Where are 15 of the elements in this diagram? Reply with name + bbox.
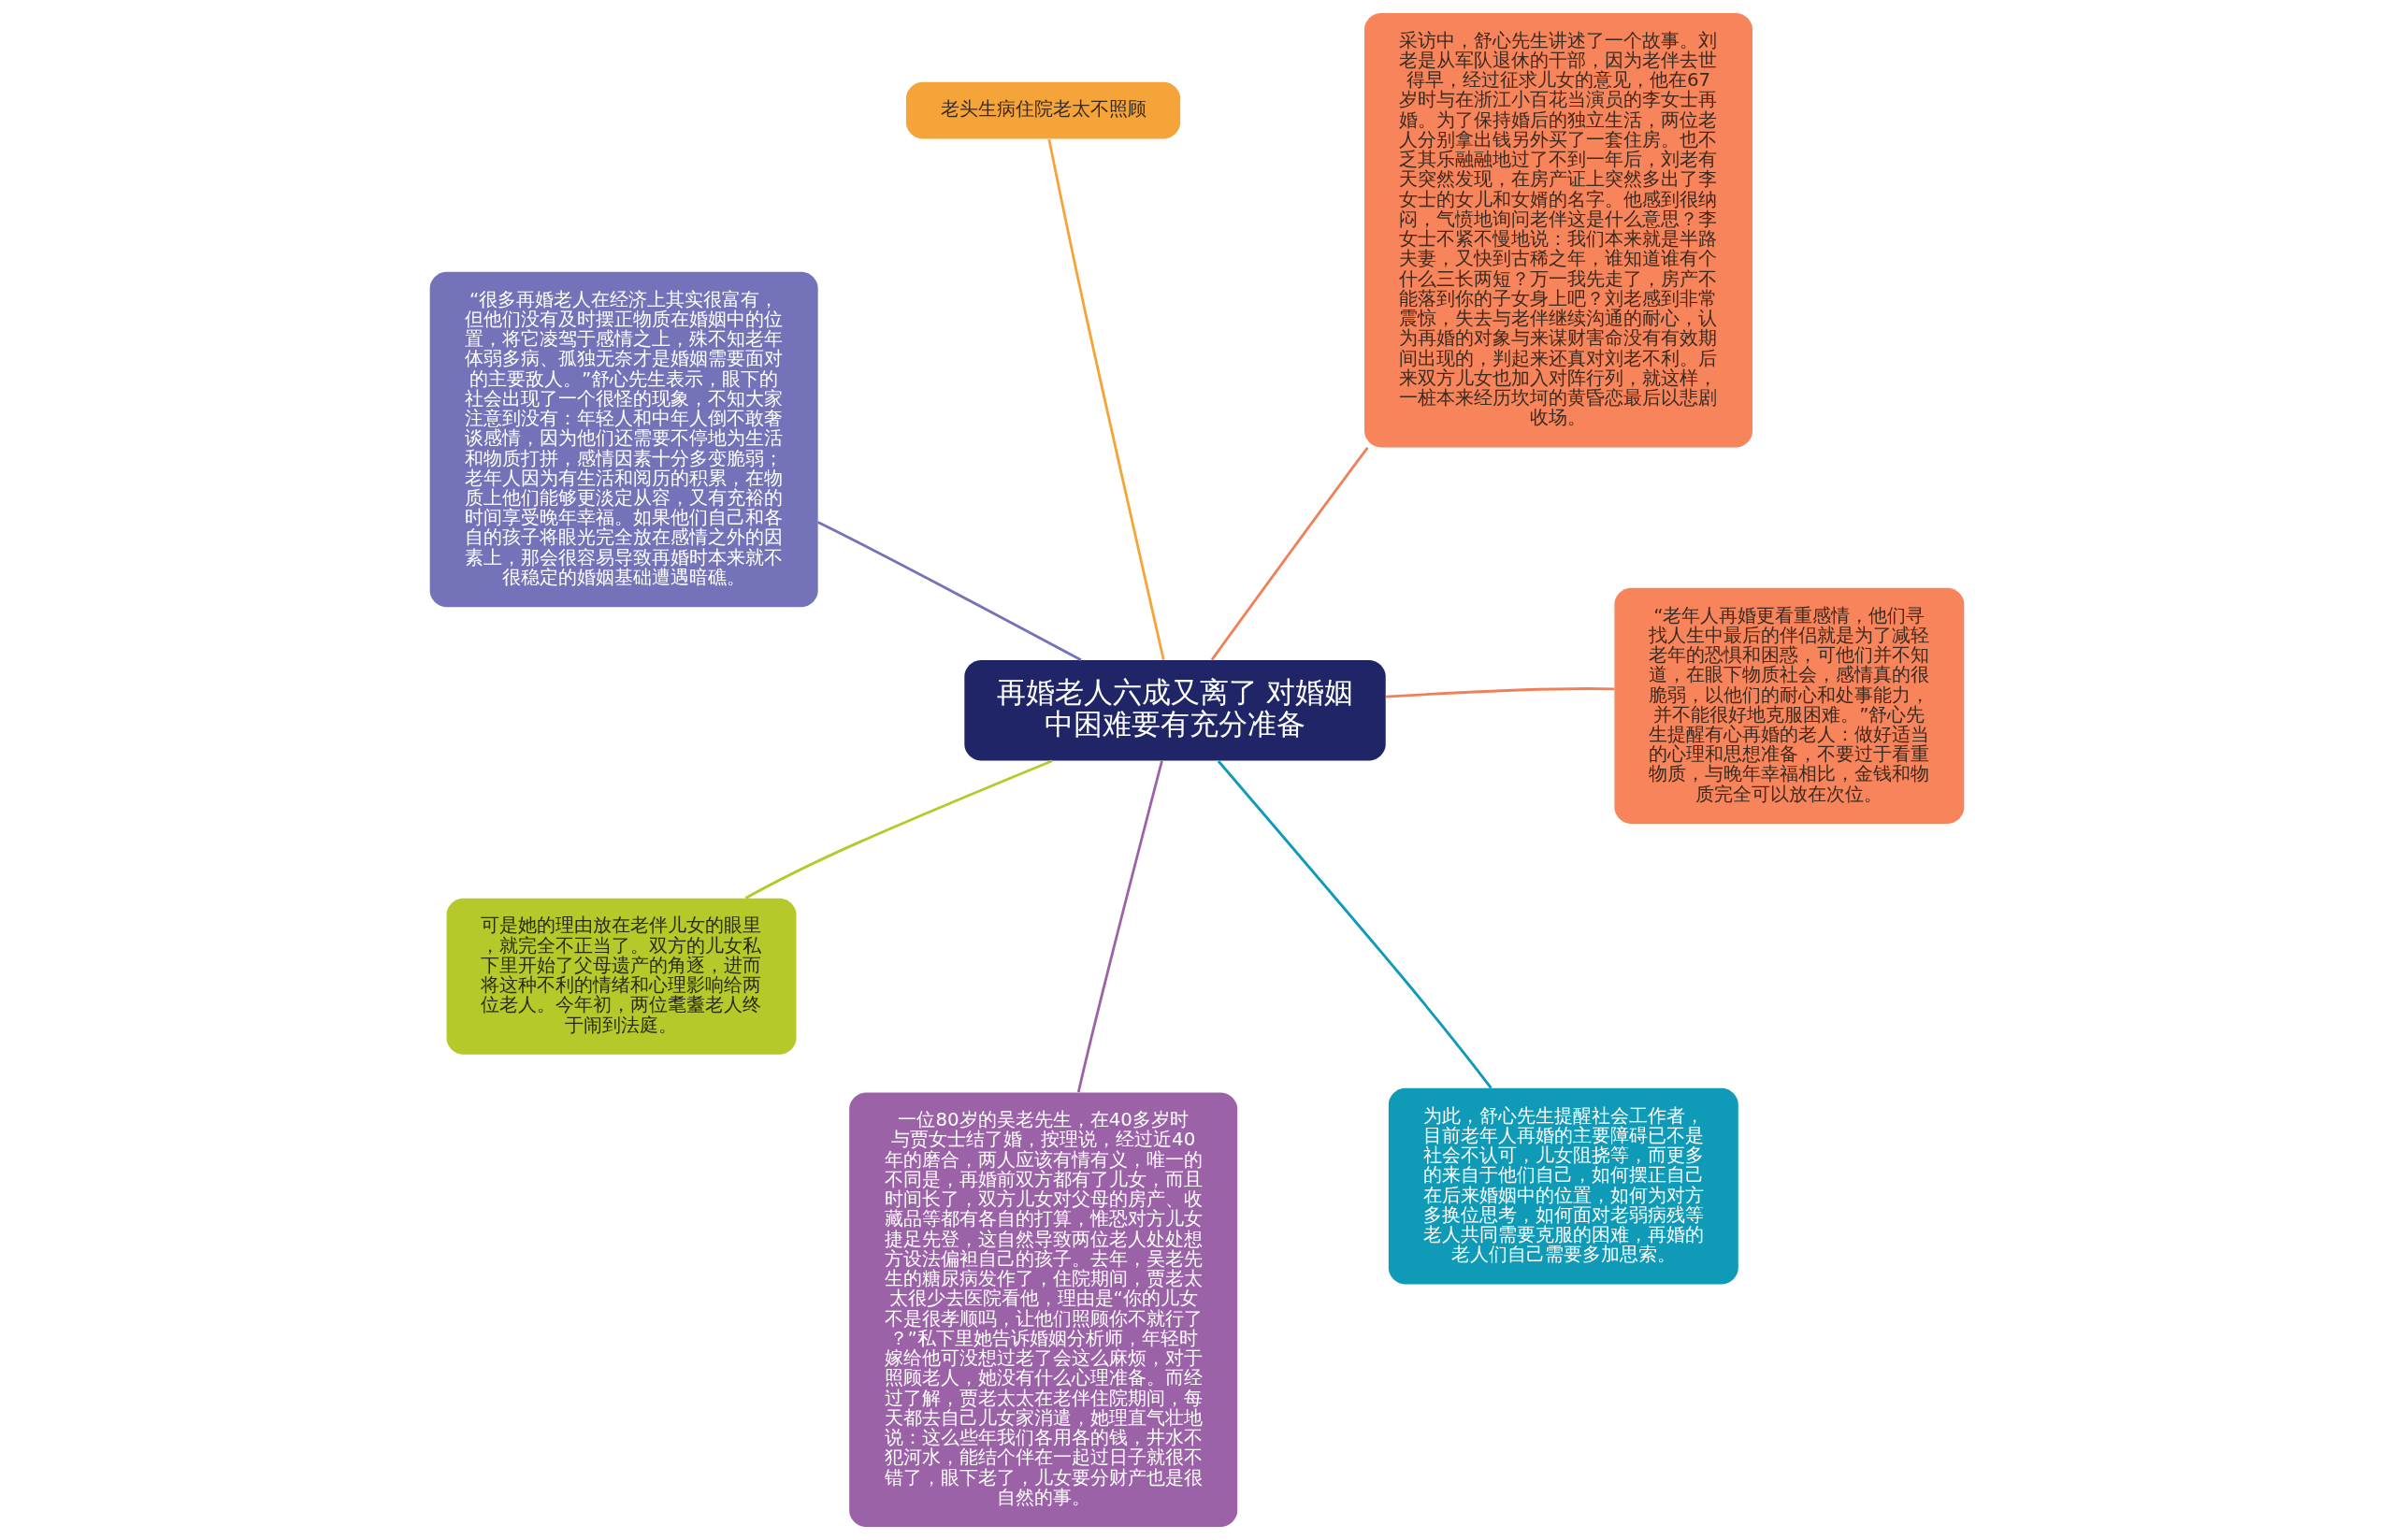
connector (1047, 138, 1165, 660)
node-box: 采访中，舒心先生讲述了一个故事。刘老是从军队退休的干部，因为老伴去世得早，经过征求儿女的意见，他在67岁时与在浙江小百花当演员的李女士再婚。为了保持婚后的独立生活，两位老人分别拿出钱另外买了一套住房。也不乏其乐融融地过了不到一年后，刘老有天突然发现，在房产证上突然多出了李女士的女儿和女婿的名字。他感到很纳闷，气愤地询问老伴这是什么意思？李女士不紧不慢地说：我们本来就是半路夫妻，又快到古稀之年，谁知道谁有个什么三长两短？万一我先走了，房产不能落到你的子女身上吧？刘老感到非常震惊，失去与老伴继续沟通的耐心，认为再婚的对象与来谋财害命没有有效期间出现的，判起来还真对刘老不利。后来双方儿女也加入对阵行列，就这样，一桩本来经历坎坷的黄昏恋最后以悲剧收场。 (1364, 12, 1752, 448)
node-box: 可是她的理由放在老伴儿女的眼里，就完全不正当了。双方的儿女私下里开始了父母遗产的角逐，进而将这种不利的情绪和心理影响给两位老人。今年初，两位耄耋老人终于闹到法庭。 (446, 898, 797, 1055)
node-box: “很多再婚老人在经济上其实很富有，但他们没有及时摆正物质在婚姻中的位置，将它凌驾于感情之上，殊不知老年体弱多病、孤独无奈才是婚姻需要面对的主要敌人。”舒心先生表示，眼下的社会出现了一个很怪的现象，不知大家注意到没有：年轻人和中年人倒不敢奢谈感情，因为他们还需要不停地为生活和物质打拼，感情因素十分多变脆弱；老年人因为有生活和阅历的积累，在物质上他们能够更淡定从容，又有充裕的时间享受晚年幸福。如果他们自己和各自的孩子将眼光完全放在感情之外的因素上，那会很容易导致再婚时本来就不很稳定的婚姻基础遭遇暗礁。 (429, 271, 818, 608)
connector (1076, 760, 1163, 1093)
connector (1386, 687, 1615, 698)
node-box: 老头生病住院老太不照顾 (905, 81, 1181, 139)
node-box: 再婚老人六成又离了 对婚姻中困难要有充分准备 (964, 659, 1386, 761)
connector (744, 759, 1053, 900)
connector (1217, 760, 1493, 1089)
connector (817, 521, 1082, 662)
node-box: “老年人再婚更看重感情，他们寻找人生中最后的伴侣就是为了减轻老年的恐惧和困惑，可他们并不知道，在眼下物质社会，感情真的很脆弱，以他们的耐心和处事能力，并不能很好地克服困难。”舒心先生提醒有心再婚的老人：做好适当的心理和思想准备，不要过于看重物质，与晚年幸福相比，金钱和物质完全可以放在次位。 (1614, 587, 1965, 824)
node-box: 为此，舒心先生提醒社会工作者，目前老年人再婚的主要障碍已不是社会不认可，儿女阻挠等，而更多的来自于他们自己，如何摆正自己在后来婚姻中的位置，如何为对方多换位思考，如何面对老弱病残等老人共同需要克服的困难，再婚的老人们自己需要多加思索。 (1388, 1087, 1738, 1285)
node-box: 一位80岁的吴老先生，在40多岁时与贾女士结了婚，按理说，经过近40年的磨合，两人应该有情有义，唯一的不同是，再婚前双方都有了儿女，而且时间长了，双方儿女对父母的房产、收藏品等都有各自的打算，惟恐对方儿女捷足先登，这自然导致两位老人处处想方设法偏袒自己的孩子。去年，吴老先生的糖尿病发作了，住院期间，贾老太太很少去医院看他，理由是“你的儿女不是很孝顺吗，让他们照顾你不就行了？”私下里她告诉婚姻分析师，年轻时嫁给他可没想过老了会这么麻烦，对于照顾老人，她没有什么心理准备。而经过了解，贾老太太在老伴住院期间，每天都去自己儿女家消遣，她理直气壮地说：这么些年我们各用各的钱，井水不犯河水，能结个伴在一起过日子就很不错了，眼下老了，儿女要分财产也是很自然的事。 (849, 1092, 1238, 1528)
connector (1210, 447, 1369, 661)
